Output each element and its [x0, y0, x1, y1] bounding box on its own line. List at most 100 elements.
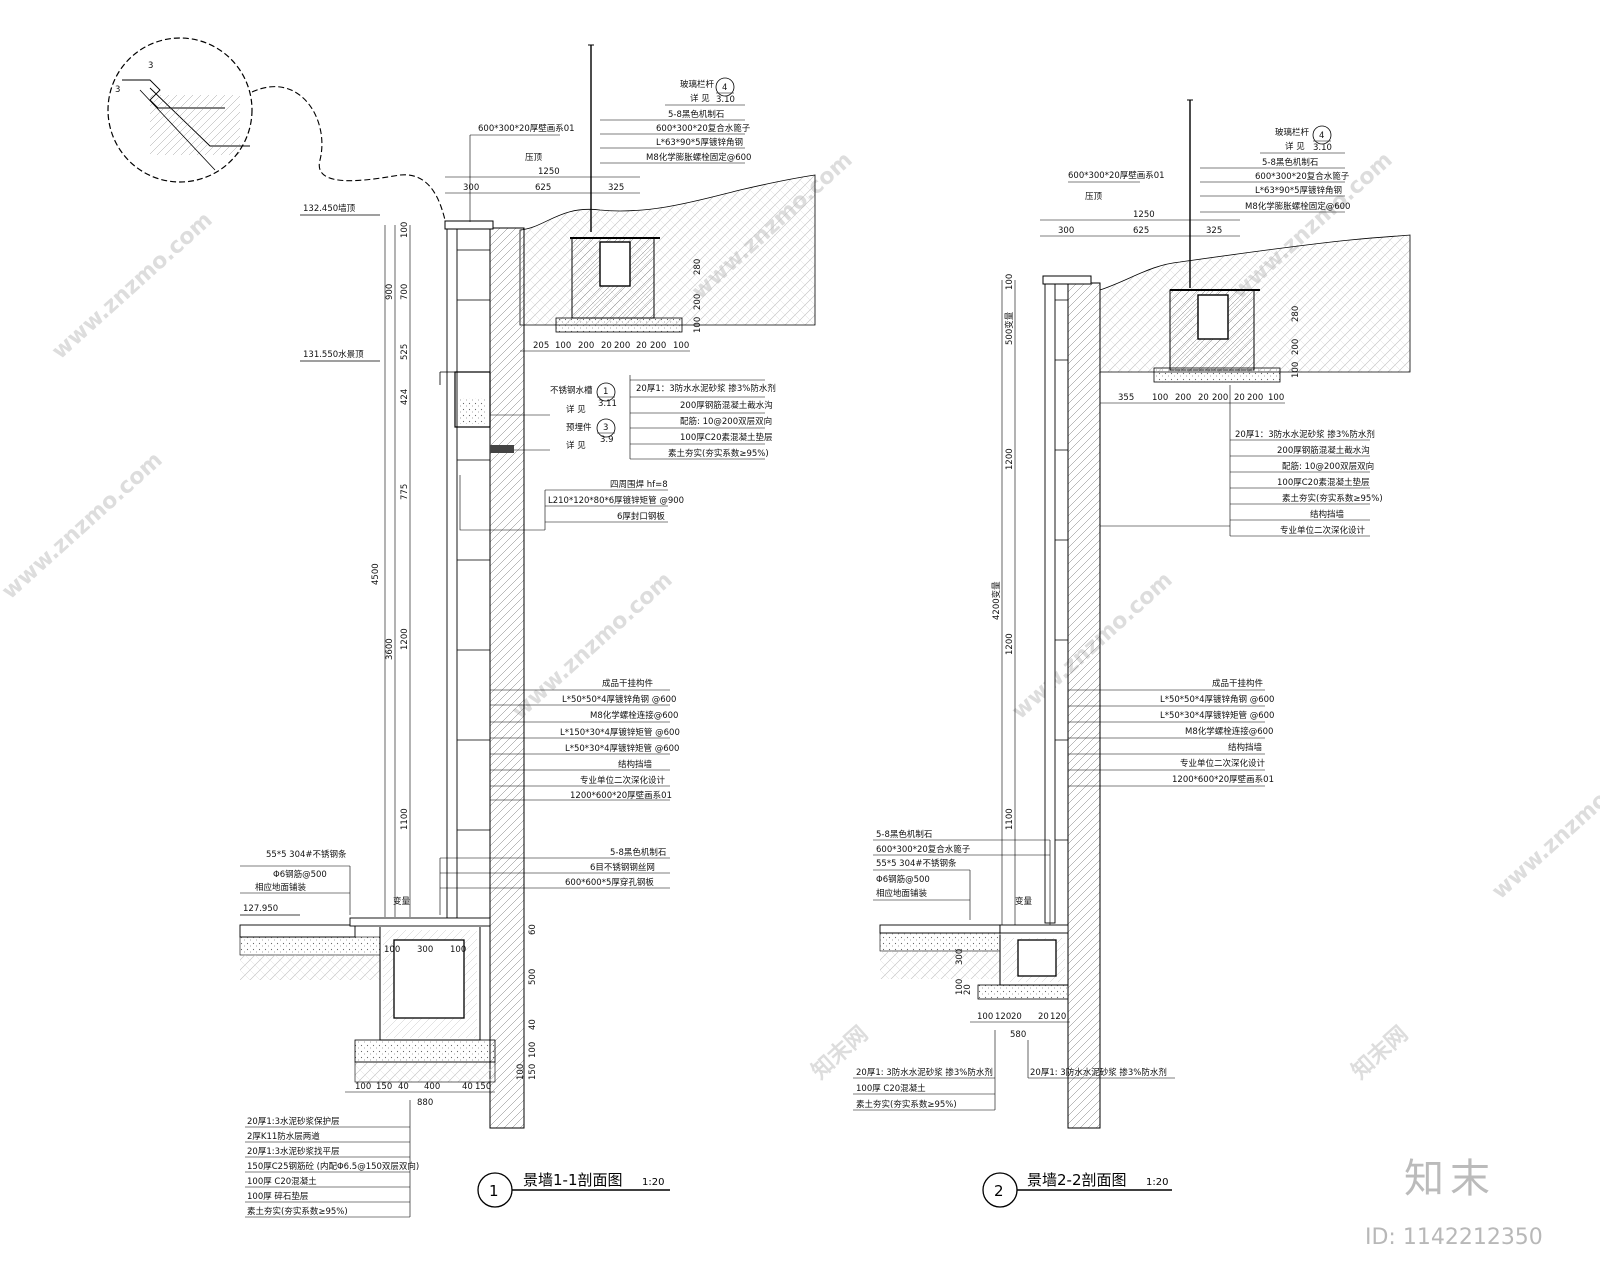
top-dim: 325: [1206, 226, 1222, 236]
svg-text:相应地面铺装: 相应地面铺装: [255, 882, 307, 893]
svg-text:20: 20: [963, 984, 973, 995]
svg-text:100厚 碎石垫层: 100厚 碎石垫层: [247, 1191, 308, 1202]
svg-text:L*150*30*4厚镀锌矩管 @600: L*150*30*4厚镀锌矩管 @600: [560, 727, 680, 738]
svg-text:玻璃栏杆: 玻璃栏杆: [680, 79, 715, 90]
svg-text:1200: 1200: [1005, 633, 1015, 655]
svg-text:100厚C20素混凝土垫层: 100厚C20素混凝土垫层: [680, 432, 772, 443]
facing-panel: [446, 227, 458, 919]
elevation-label: 132.450墙顶: [303, 203, 356, 214]
svg-text:素土夯实(夯实系数≥95%): 素土夯实(夯实系数≥95%): [247, 1206, 348, 1217]
hang-labels-1: 成品干挂构件 L*50*50*4厚镀锌角钢 @600 M8化学螺栓连接@600 …: [560, 678, 680, 801]
svg-text:424: 424: [400, 389, 410, 405]
svg-text:200厚钢筋混凝土截水沟: 200厚钢筋混凝土截水沟: [1277, 445, 1370, 456]
svg-text:成品干挂构件: 成品干挂构件: [602, 678, 654, 689]
section-2: 100 500变量 1200 4200变量 1200 1100 1250 300…: [853, 99, 1411, 1208]
svg-text:专业单位二次深化设计: 专业单位二次深化设计: [1180, 758, 1266, 769]
svg-text:280: 280: [1291, 306, 1301, 322]
svg-text:580: 580: [1010, 1030, 1026, 1040]
svg-text:3.10: 3.10: [716, 95, 735, 105]
elevation-label: 131.550水景顶: [303, 349, 364, 360]
svg-text:200厚钢筋混凝土截水沟: 200厚钢筋混凝土截水沟: [680, 400, 773, 411]
svg-text:20: 20: [1038, 1012, 1049, 1022]
svg-text:四周围焊 hf=8: 四周围焊 hf=8: [610, 479, 668, 490]
svg-text:M8化学螺栓连接@600: M8化学螺栓连接@600: [590, 710, 678, 721]
svg-text:20: 20: [636, 341, 647, 351]
svg-text:专业单位二次深化设计: 专业单位二次深化设计: [580, 775, 666, 786]
svg-text:100: 100: [516, 1064, 526, 1080]
watermark-text: www.znzmo.com: [47, 208, 217, 365]
svg-text:详 见: 详 见: [1285, 141, 1305, 152]
svg-text:配筋: 10@200双层双向: 配筋: 10@200双层双向: [680, 416, 772, 427]
svg-text:100: 100: [384, 945, 400, 955]
bottom-dims-1: 100 150 40 400 40 150 880 100 300 100 60…: [355, 924, 538, 1108]
retaining-wall: [1067, 282, 1101, 1129]
svg-text:5-8黑色机制石: 5-8黑色机制石: [610, 847, 666, 858]
svg-text:55*5 304#不锈钢条: 55*5 304#不锈钢条: [876, 858, 957, 869]
svg-text:880: 880: [417, 1098, 433, 1108]
svg-text:L210*120*80*6厚镀锌矩管 @900: L210*120*80*6厚镀锌矩管 @900: [548, 495, 684, 506]
svg-text:525: 525: [400, 344, 410, 360]
svg-text:600*300*20厚壁画系01: 600*300*20厚壁画系01: [1068, 170, 1165, 181]
svg-text:150: 150: [376, 1082, 392, 1092]
svg-text:6目不锈钢钢丝网: 6目不锈钢钢丝网: [590, 862, 655, 873]
svg-text:L*50*30*4厚镀锌矩管 @600: L*50*30*4厚镀锌矩管 @600: [1160, 710, 1274, 721]
section-1: 132.450墙顶 131.550水景顶 127.950 900 525 424…: [239, 44, 816, 1218]
top-dim: 325: [608, 183, 624, 193]
svg-text:相应地面铺装: 相应地面铺装: [876, 888, 928, 899]
embedded-part: [490, 445, 514, 453]
svg-text:100: 100: [673, 341, 689, 351]
top-labels-2: 玻璃栏杆 详 见 5-8黑色机制石 600*300*20复合水篦子 L*63*9…: [1068, 127, 1350, 212]
corner-detail: 3 3: [107, 37, 446, 221]
svg-text:3: 3: [603, 423, 608, 433]
retaining-wall: [489, 227, 525, 1129]
svg-text:100: 100: [955, 979, 965, 995]
svg-text:2厚K11防水层两道: 2厚K11防水层两道: [247, 1131, 320, 1142]
svg-text:100厚C20素混凝土垫层: 100厚C20素混凝土垫层: [1277, 477, 1369, 488]
svg-text:压顶: 压顶: [1085, 192, 1103, 202]
layer-labels-1: 20厚1:3水泥砂浆保护层 2厚K11防水层两道 20厚1:3水泥砂浆找平层 1…: [247, 1116, 419, 1217]
svg-text:600*300*20复合水篦子: 600*300*20复合水篦子: [876, 844, 971, 855]
svg-text:20: 20: [1234, 393, 1245, 403]
layer-labels-2: 20厚1: 3防水水泥砂浆 掺3%防水剂 100厚 C20混凝土 素土夯实(夯实…: [856, 1067, 1167, 1110]
svg-text:4: 4: [722, 83, 727, 93]
svg-text:Φ6钢筋@500: Φ6钢筋@500: [273, 869, 327, 880]
svg-text:详 见: 详 见: [566, 440, 586, 451]
svg-text:100: 100: [977, 1012, 993, 1022]
svg-text:200: 200: [1291, 339, 1301, 355]
svg-text:60: 60: [528, 924, 538, 935]
svg-text:120: 120: [1050, 1012, 1066, 1022]
svg-text:1:20: 1:20: [642, 1177, 664, 1188]
svg-text:详 见: 详 见: [690, 93, 710, 104]
stainless-tank: [454, 371, 491, 428]
svg-text:100厚 C20混凝土: 100厚 C20混凝土: [856, 1083, 926, 1094]
svg-text:150: 150: [475, 1082, 491, 1092]
svg-text:300: 300: [417, 945, 433, 955]
svg-text:205: 205: [533, 341, 549, 351]
left-dims-1: 900 525 424 775 4500 3600 1100 100 700 1…: [371, 222, 410, 830]
top-dim: 1250: [1133, 210, 1155, 220]
weld-labels: 四周围焊 hf=8 L210*120*80*6厚镀锌矩管 @900 6厚封口钢板: [548, 479, 684, 522]
svg-text:玻璃栏杆: 玻璃栏杆: [1275, 127, 1310, 138]
svg-text:成品干挂构件: 成品干挂构件: [1212, 678, 1264, 689]
section-1-title: 1 景墙1-1剖面图 1:20: [477, 1171, 670, 1208]
callout-4-sec2: 4 3.10: [1312, 125, 1332, 153]
bottom-trench: [393, 939, 465, 1019]
svg-text:压顶: 压顶: [525, 153, 543, 163]
brand-logo: 知末: [1404, 1156, 1496, 1202]
top-dim: 625: [535, 183, 551, 193]
svg-text:结构挡墙: 结构挡墙: [618, 759, 653, 770]
svg-text:素土夯实(夯实系数≥95%): 素土夯实(夯实系数≥95%): [856, 1099, 957, 1110]
svg-text:100: 100: [450, 945, 466, 955]
top-dim: 625: [1133, 226, 1149, 236]
detail-dim: 3: [115, 85, 120, 95]
svg-text:300: 300: [955, 949, 965, 965]
variable-label: 变量: [393, 896, 411, 907]
svg-text:55*5 304#不锈钢条: 55*5 304#不锈钢条: [266, 849, 347, 860]
svg-text:3600: 3600: [385, 638, 395, 660]
svg-text:3.11: 3.11: [598, 399, 617, 409]
svg-text:100: 100: [1291, 362, 1301, 378]
svg-text:900: 900: [385, 284, 395, 300]
svg-text:M8化学膨胀螺栓固定@600: M8化学膨胀螺栓固定@600: [646, 152, 751, 163]
svg-text:200: 200: [614, 341, 630, 351]
top-dim: 1250: [538, 167, 560, 177]
